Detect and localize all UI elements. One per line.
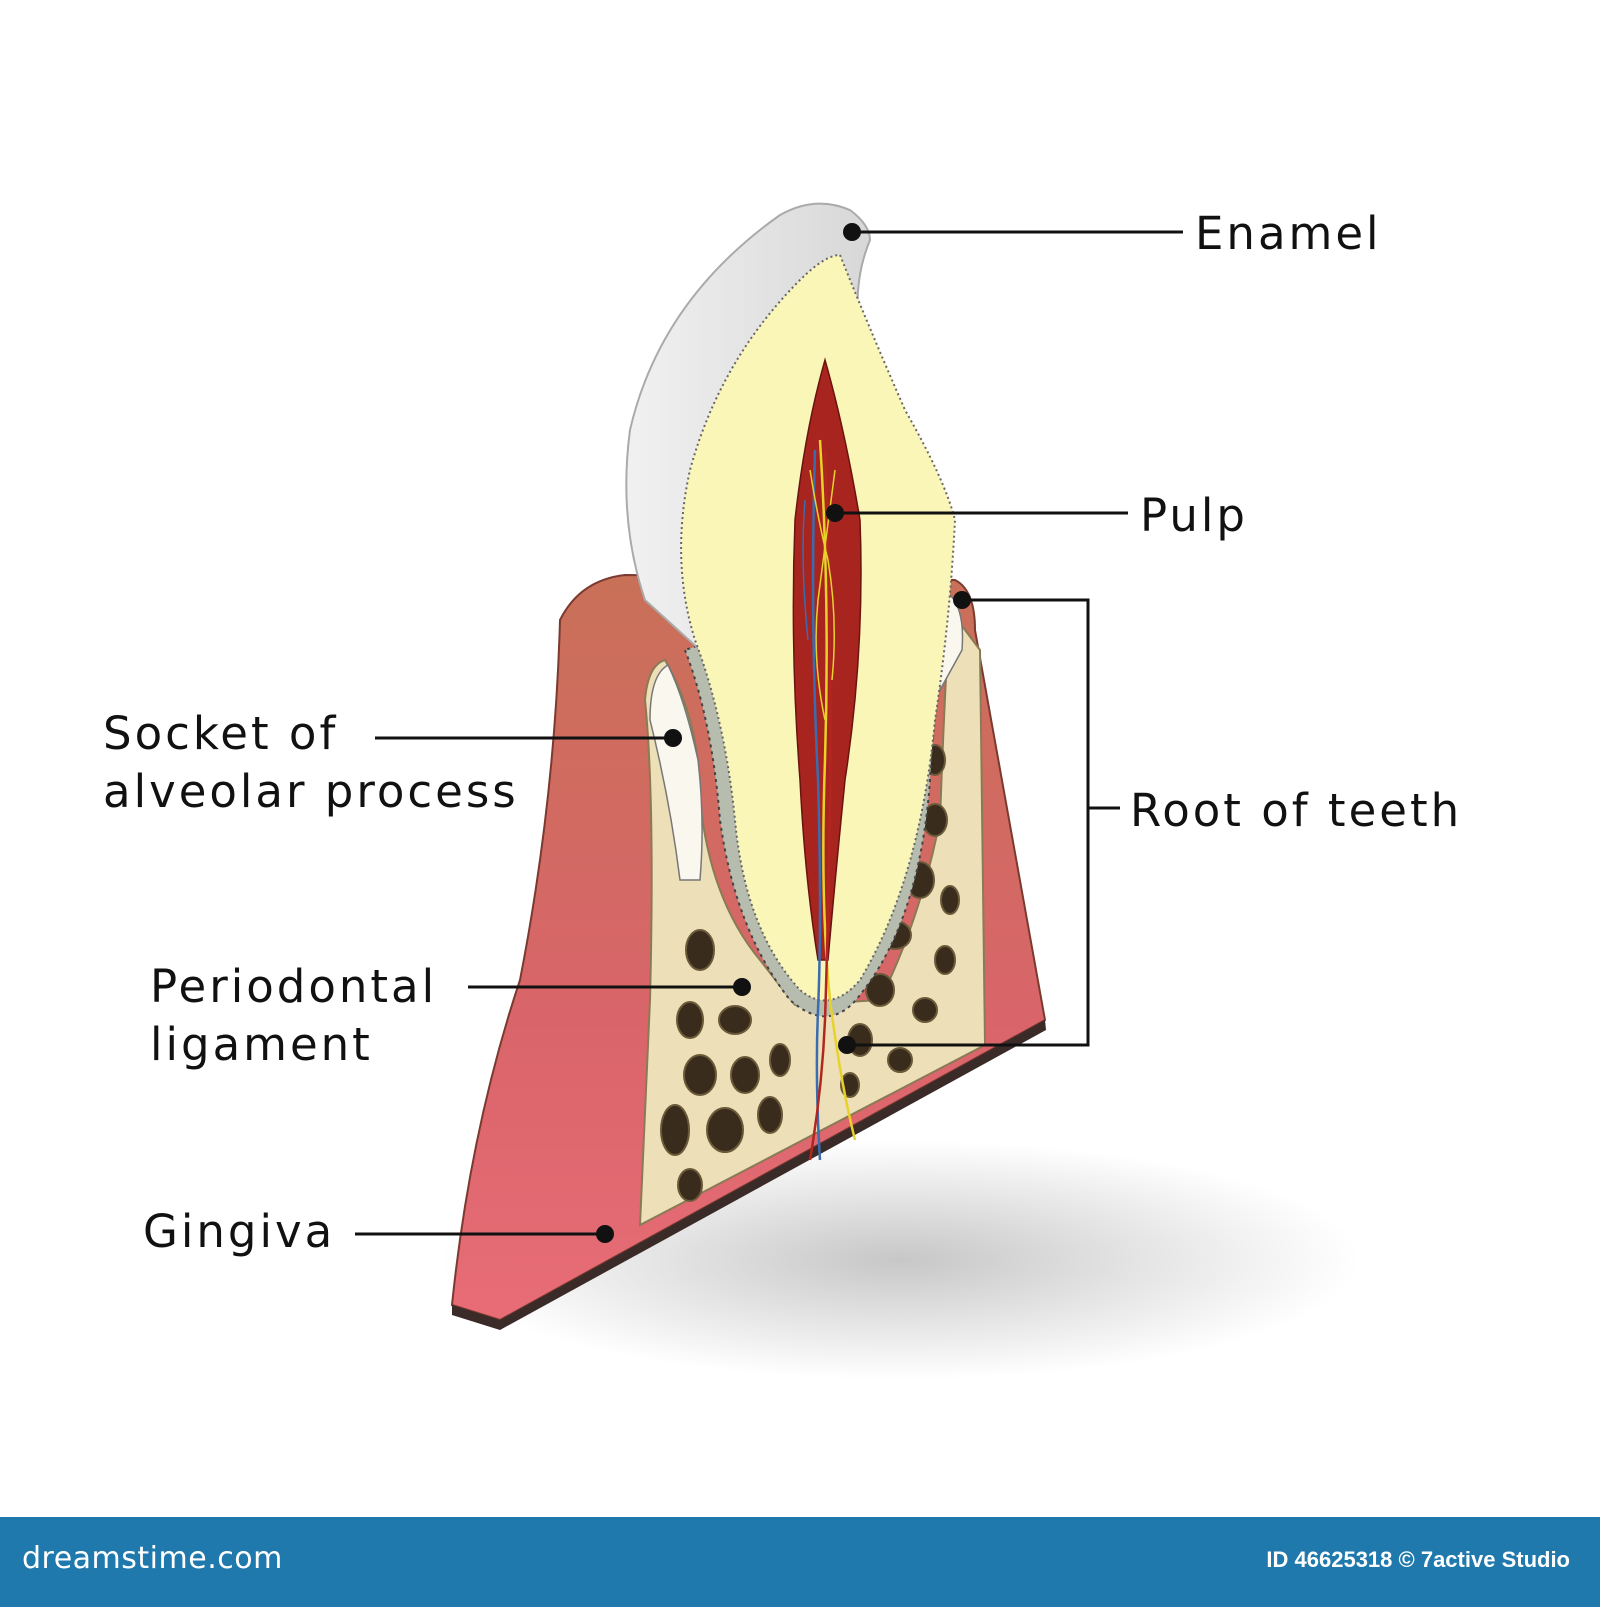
leader-dots [596,223,971,1243]
label-socket-line-1: Socket of [103,707,339,760]
socket-of-alveolar-process [649,663,703,881]
label-periodontal-line-2: ligament [150,1018,373,1071]
watermark-footer: dreamstime.com ID 46625318 © 7active Stu… [0,1517,1600,1607]
bone-marrow-spaces [660,744,960,1202]
image-credit: ID 46625318 © 7active Studio [1266,1547,1570,1572]
label-root-of-teeth: Root of teeth [1130,784,1463,837]
label-periodontal-line-1: Periodontal [150,960,438,1013]
label-enamel: Enamel [1195,207,1382,260]
leader-lines [355,230,1183,1236]
label-socket-line-2: alveolar process [103,765,519,818]
label-socket-of-alveolar-process: Socket of alveolar process [103,705,519,821]
label-pulp: Pulp [1140,489,1248,542]
label-periodontal-ligament: Periodontal ligament [150,958,437,1074]
label-gingiva: Gingiva [143,1205,336,1258]
dreamstime-logo: dreamstime.com [22,1541,283,1576]
